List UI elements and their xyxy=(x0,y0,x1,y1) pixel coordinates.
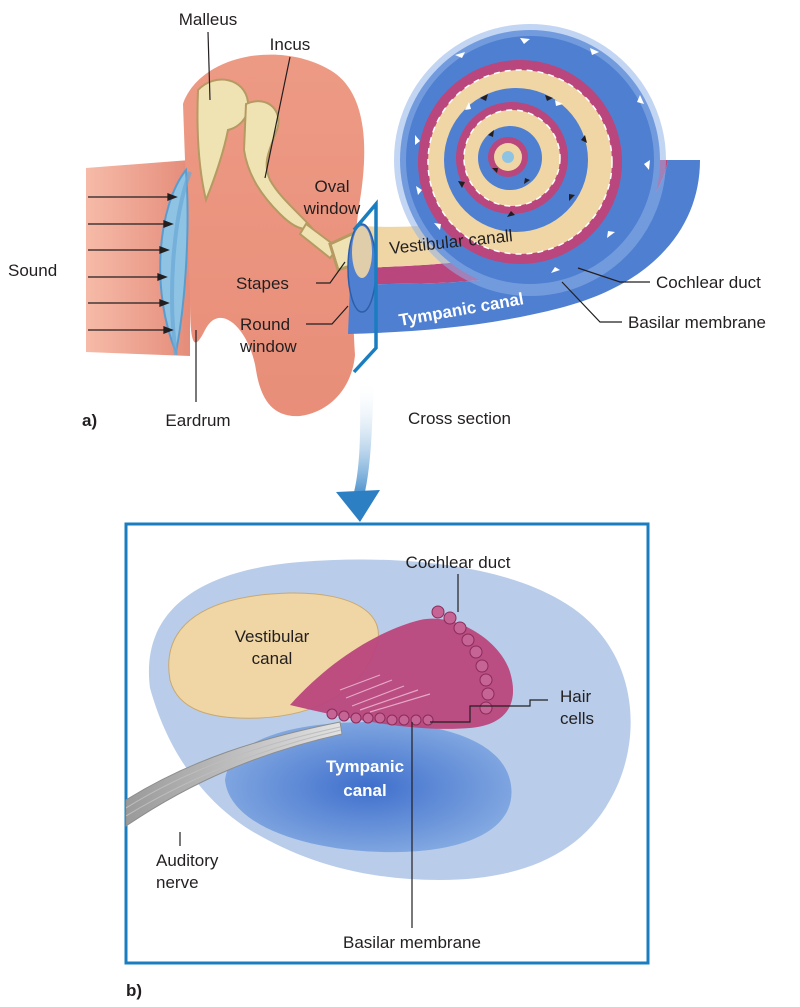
label-cochlear-duct-a: Cochlear duct xyxy=(656,273,761,292)
label-basilar-membrane-a: Basilar membrane xyxy=(628,313,766,332)
figure-a-tag: a) xyxy=(82,411,97,430)
label-stapes: Stapes xyxy=(236,274,289,293)
label-hair-cells-line2: cells xyxy=(560,709,594,728)
label-auditory-nerve-line1: Auditory xyxy=(156,851,219,870)
label-eardrum: Eardrum xyxy=(165,411,230,430)
label-oval-window-line1: Oval xyxy=(315,177,350,196)
label-sound: Sound xyxy=(8,261,57,280)
label-auditory-nerve-line2: nerve xyxy=(156,873,199,892)
label-tympanic-canal-b-line2: canal xyxy=(343,781,386,800)
label-round-window-line2: window xyxy=(239,337,297,356)
label-hair-cells-line1: Hair xyxy=(560,687,592,706)
label-oval-window-line2: window xyxy=(303,199,361,218)
label-vestibular-canal-b-line1: Vestibular xyxy=(235,627,310,646)
label-malleus: Malleus xyxy=(179,10,238,29)
label-vestibular-canal-b-line2: canal xyxy=(252,649,293,668)
figure-b-tag: b) xyxy=(126,981,142,1000)
label-basilar-membrane-b: Basilar membrane xyxy=(343,933,481,952)
cross-section-arrow xyxy=(336,380,380,522)
label-incus: Incus xyxy=(270,35,311,54)
label-tympanic-canal-b-line1: Tympanic xyxy=(326,757,404,776)
label-cross-section: Cross section xyxy=(408,409,511,428)
label-round-window-line1: Round xyxy=(240,315,290,334)
label-cochlear-duct-b: Cochlear duct xyxy=(406,553,511,572)
